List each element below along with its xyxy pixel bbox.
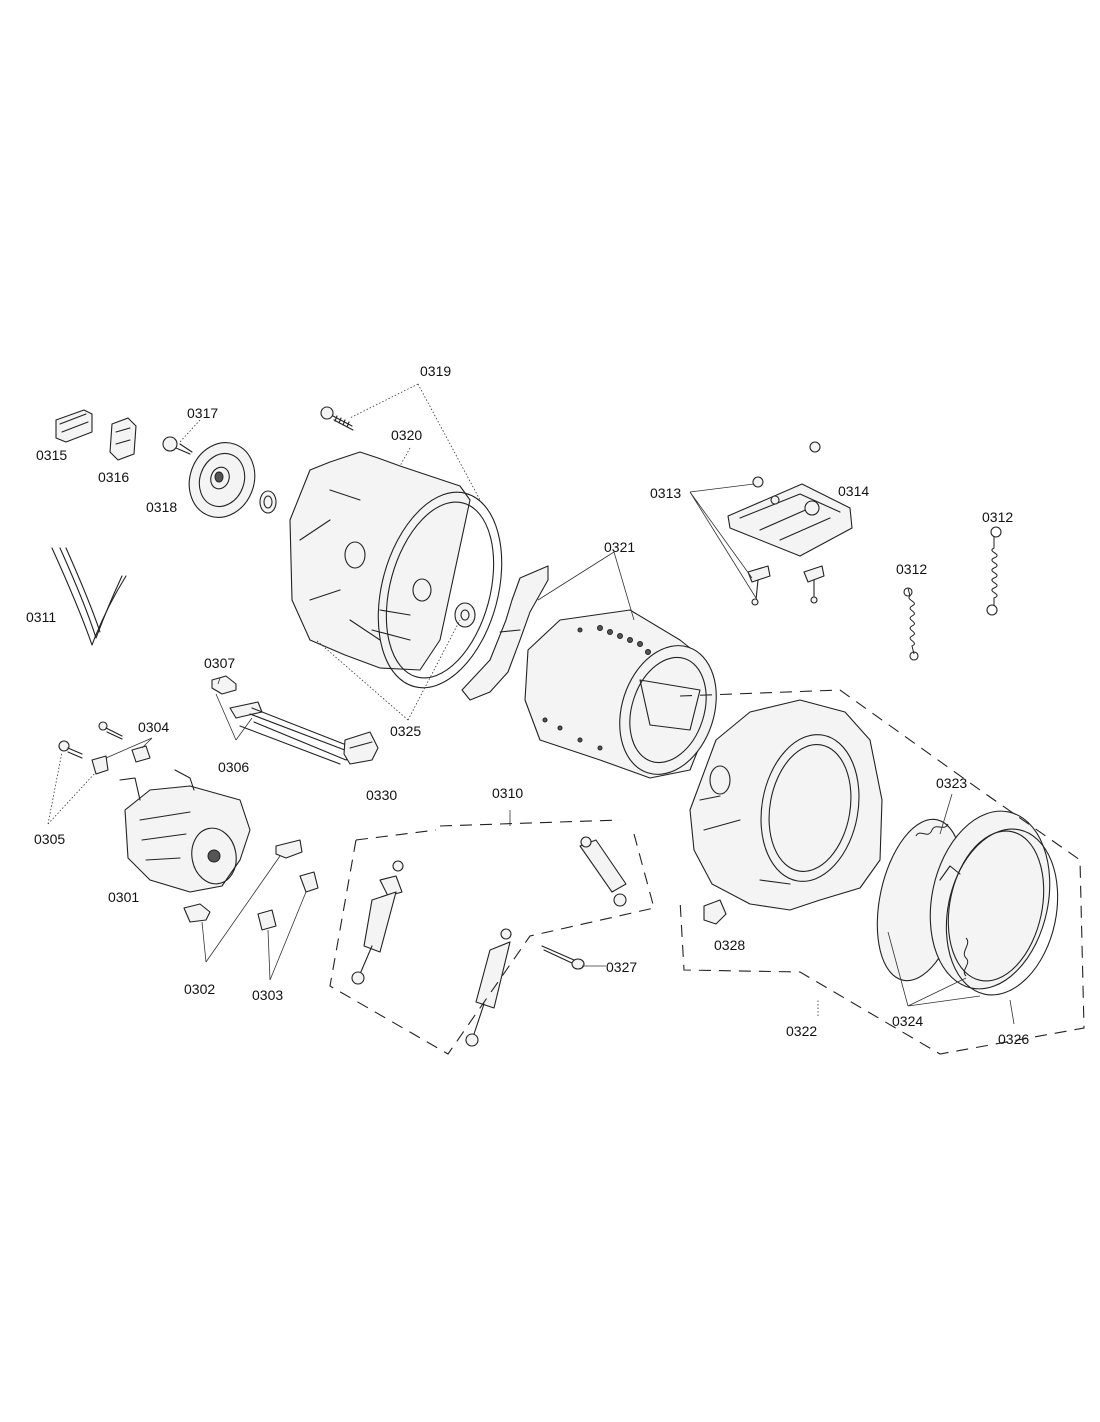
- label-0302: 0302: [184, 981, 215, 997]
- leader-0307: [217, 677, 221, 685]
- part-0316-switch: [109, 417, 137, 461]
- group-outline-0322: [679, 689, 1085, 1055]
- part-0322-front-tub: [689, 699, 883, 911]
- label-0330: 0330: [366, 787, 397, 803]
- label-0313: 0313: [650, 485, 681, 501]
- part-0311-belt: [51, 547, 127, 646]
- label-0327: 0327: [606, 959, 637, 975]
- label-0310: 0310: [492, 785, 523, 801]
- group-outline-0310: [329, 819, 655, 1055]
- part-0301-motor: [119, 769, 251, 893]
- part-0304-parts: [91, 721, 151, 775]
- label-0303: 0303: [252, 987, 283, 1003]
- leader-0324: [887, 931, 981, 1007]
- leader-0325: [315, 619, 461, 721]
- label-0311: 0311: [26, 609, 56, 625]
- label-0315: 0315: [36, 447, 67, 463]
- leader-0313: [689, 483, 757, 599]
- label-0317: 0317: [187, 405, 218, 421]
- part-0320-rear-tub: [289, 451, 503, 689]
- part-0310-dampers: [351, 836, 627, 1047]
- part-0317-screw: [162, 436, 193, 455]
- part-0305-screw: [58, 740, 83, 759]
- label-0320: 0320: [391, 427, 422, 443]
- part-0306-heater: [229, 701, 355, 765]
- label-0323: 0323: [936, 775, 967, 791]
- leader-0305: [47, 751, 97, 825]
- label-0319: 0319: [420, 363, 451, 379]
- part-0312-spring-small: [903, 587, 919, 661]
- part-0303-bushings: [257, 871, 319, 931]
- part-0321-drum: [461, 565, 717, 779]
- part-0330-ntc: [343, 731, 379, 765]
- part-0313-fasteners: [747, 441, 825, 606]
- part-0328-pump-part: [703, 899, 727, 925]
- label-0312-left: 0312: [896, 561, 927, 577]
- label-0325: 0325: [390, 723, 421, 739]
- label-0322: 0322: [786, 1023, 817, 1039]
- label-0304: 0304: [138, 719, 169, 735]
- part-0324-door-seal: [876, 810, 1059, 996]
- label-0321: 0321: [604, 539, 635, 555]
- part-0307-sensor: [211, 675, 237, 695]
- label-0307: 0307: [204, 655, 235, 671]
- leader-0303: [267, 891, 307, 981]
- label-0328: 0328: [714, 937, 745, 953]
- part-0314-counterweight: [727, 483, 853, 557]
- label-0301: 0301: [108, 889, 139, 905]
- label-0314: 0314: [838, 483, 869, 499]
- part-0302-brushes: [183, 839, 303, 923]
- leader-0304: [105, 737, 153, 759]
- leader-0306: [215, 693, 253, 741]
- part-0318-pulley: [188, 442, 277, 518]
- part-0319-screw: [320, 406, 354, 431]
- label-0326: 0326: [998, 1031, 1029, 1047]
- part-0327-bolt: [541, 945, 585, 970]
- leader-0321: [537, 551, 635, 621]
- leader-0320: [399, 447, 411, 467]
- leader-0317: [179, 419, 201, 443]
- leader-0302: [201, 855, 281, 963]
- label-0324: 0324: [892, 1013, 923, 1029]
- label-0318: 0318: [146, 499, 177, 515]
- leader-0319: [349, 383, 481, 501]
- label-0312-right: 0312: [982, 509, 1013, 525]
- part-0312-spring-large: [986, 526, 1002, 616]
- leader-0323: [939, 793, 953, 835]
- label-0306: 0306: [218, 759, 249, 775]
- part-0315-bracket: [55, 409, 93, 443]
- label-0305: 0305: [34, 831, 65, 847]
- label-0316: 0316: [98, 469, 129, 485]
- leader-0326: [1009, 999, 1015, 1025]
